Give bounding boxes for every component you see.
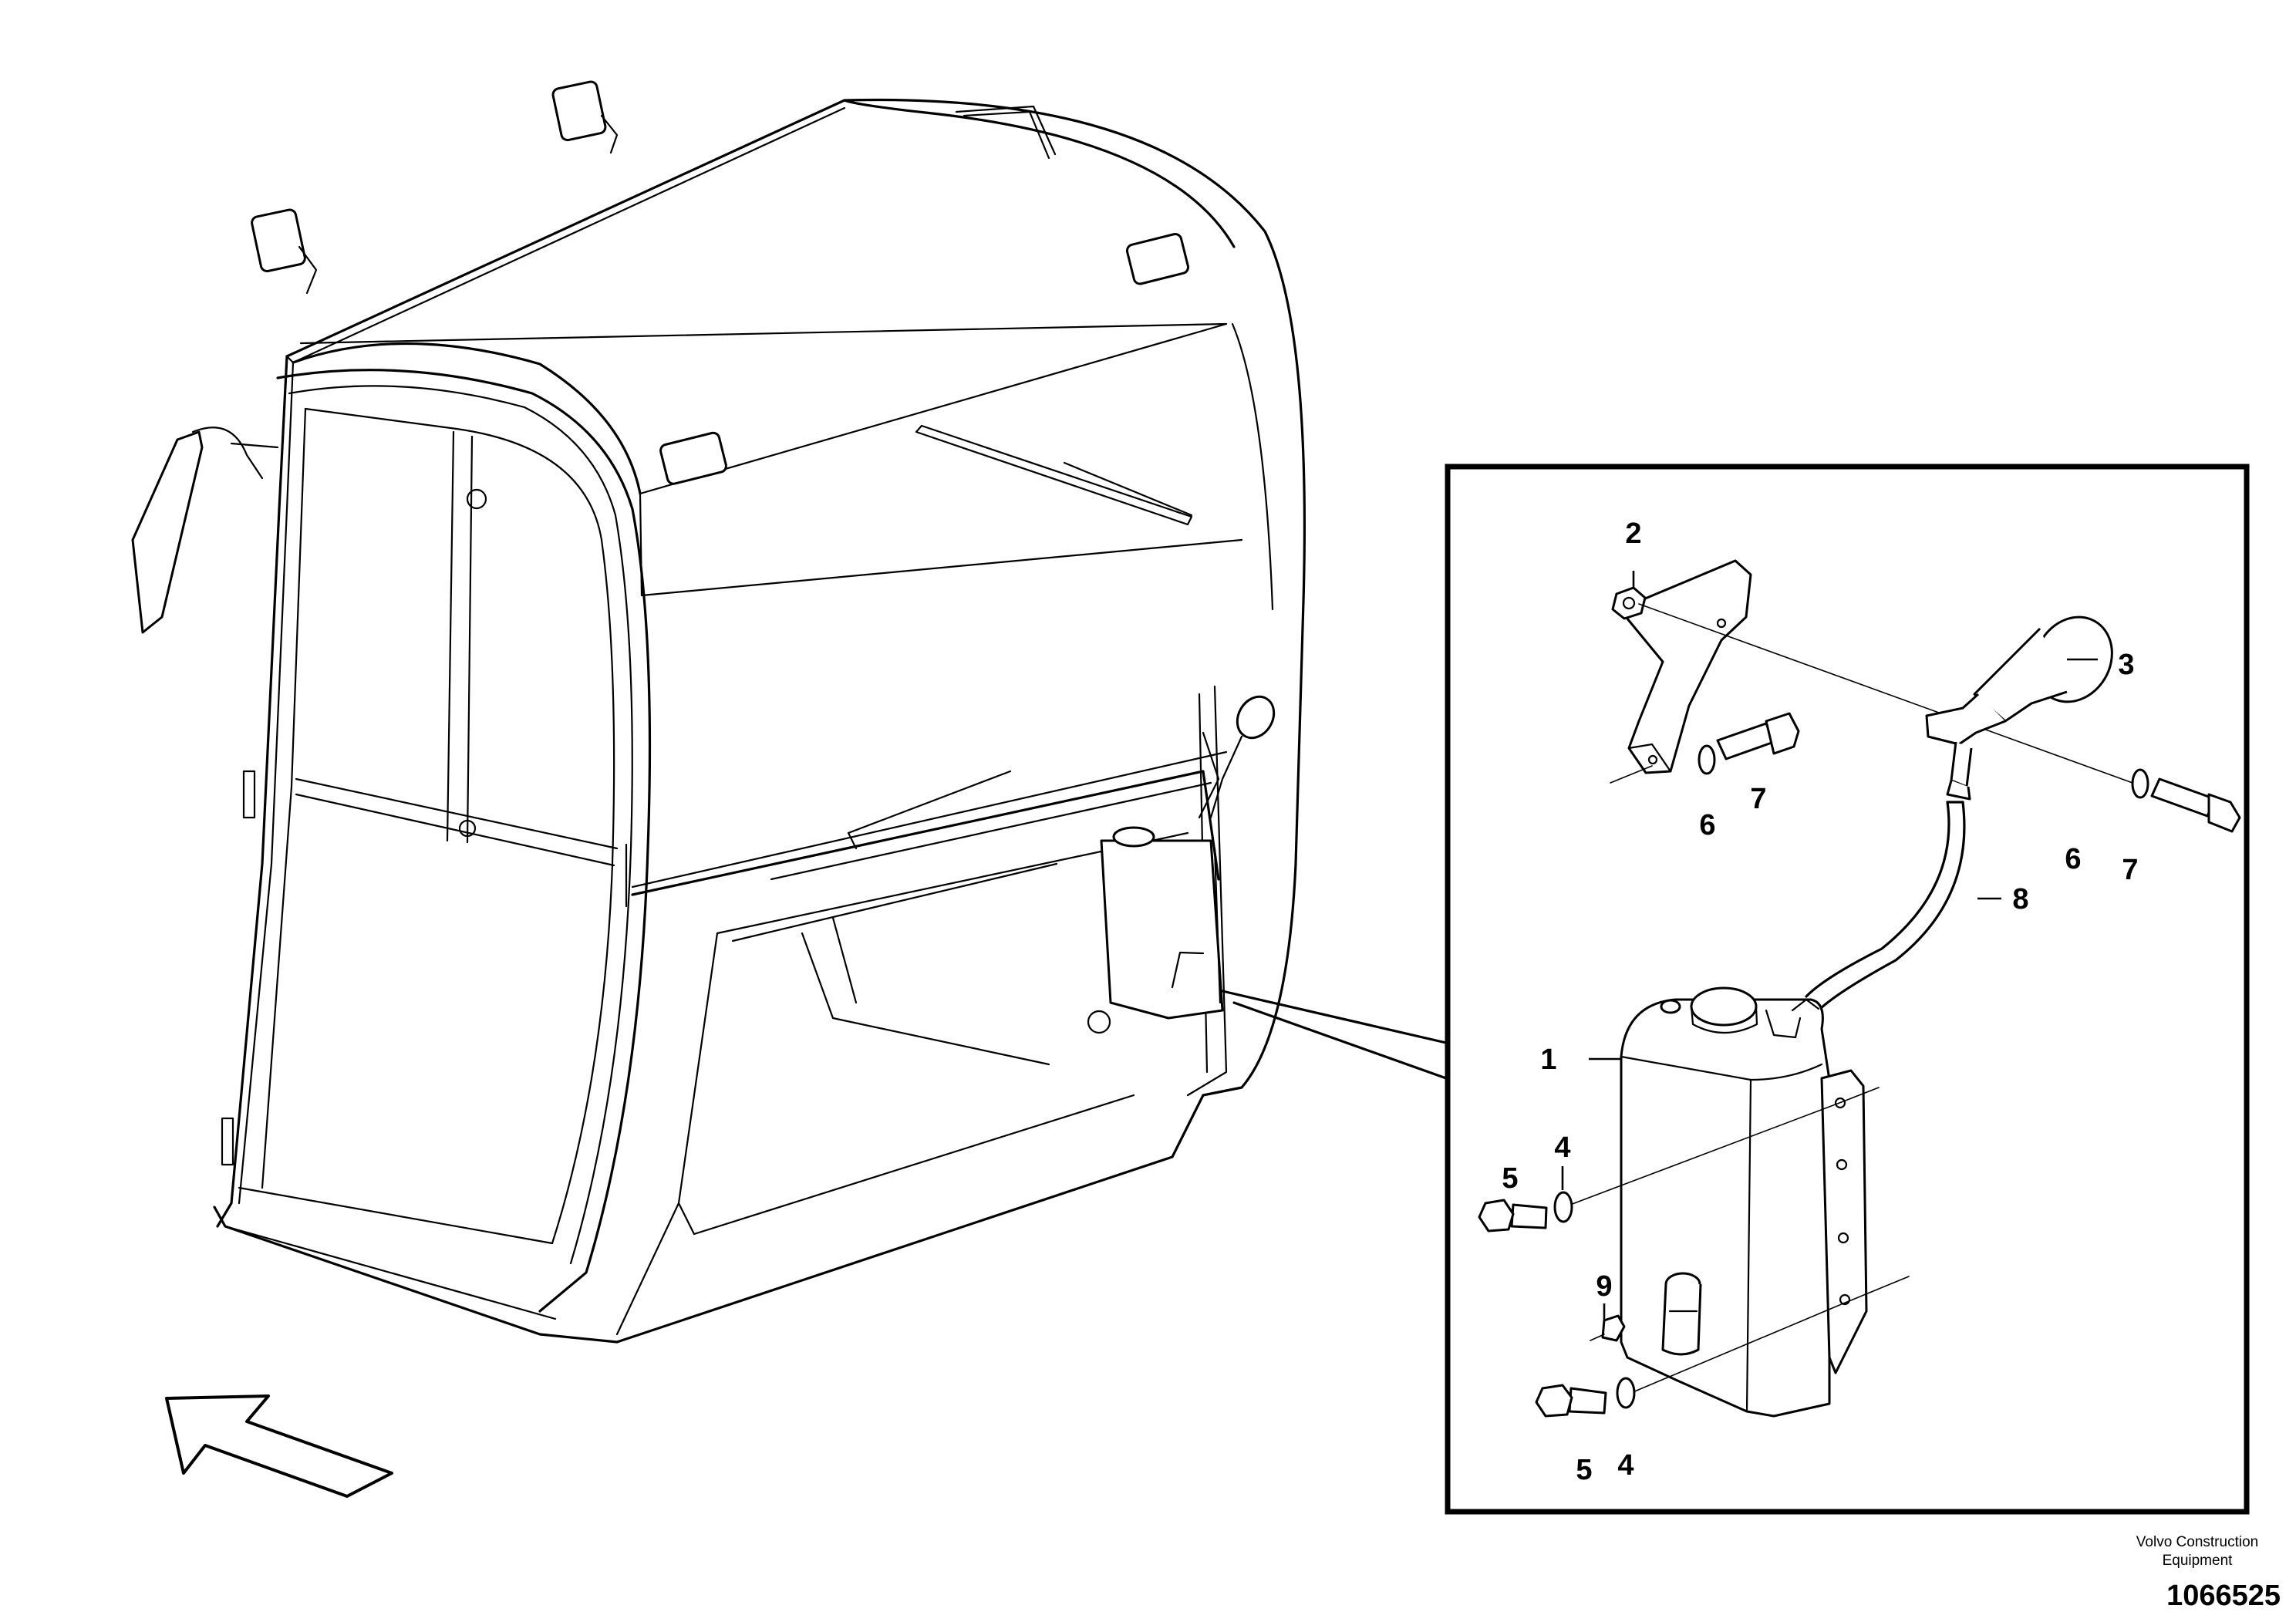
callout-7-right: 7	[2122, 854, 2138, 886]
callout-1: 1	[1540, 1044, 1556, 1076]
detail-frame	[1445, 464, 2250, 1515]
callout-3: 3	[2118, 649, 2134, 681]
callout-9: 9	[1596, 1270, 1612, 1303]
callout-4-lower: 4	[1617, 1449, 1633, 1482]
callout-6-right: 6	[2065, 843, 2081, 875]
bolt-part	[1568, 1387, 1607, 1415]
callout-4-upper: 4	[1554, 1131, 1570, 1164]
washer-reservoir-part	[1620, 986, 1868, 1418]
callout-5-lower: 5	[1576, 1454, 1592, 1486]
filler-cap-part	[1925, 615, 2113, 801]
bolt-part	[2150, 777, 2217, 818]
callout-8: 8	[2012, 883, 2028, 916]
washer-part	[1616, 1377, 1636, 1409]
manufacturer-line-1: Volvo Construction	[2136, 1534, 2259, 1550]
direction-arrow	[165, 1394, 393, 1498]
cab-assembly	[131, 80, 1306, 1344]
callout-2: 2	[1625, 518, 1641, 550]
callout-7-left: 7	[1750, 783, 1766, 815]
bolt-part	[1510, 1203, 1548, 1229]
bolt-part	[1716, 722, 1775, 760]
washer-part	[1553, 1191, 1573, 1223]
callout-6-left: 6	[1699, 809, 1715, 841]
illustration-number: 1066525	[2166, 1580, 2281, 1612]
manufacturer-line-2: Equipment	[2162, 1553, 2233, 1569]
hose-part	[1805, 801, 1950, 998]
detail-view: 2 3 6 7 6 7 8 1 4 5 9 5 4	[1478, 518, 2241, 1486]
washer-part	[1698, 744, 1716, 775]
callout-5-upper: 5	[1502, 1162, 1518, 1195]
nut-part	[1611, 586, 1647, 620]
manufacturer-label: Volvo Construction Equipment	[2112, 1533, 2282, 1570]
washer-part	[2131, 768, 2149, 799]
detail-pointer	[1221, 990, 1448, 1080]
